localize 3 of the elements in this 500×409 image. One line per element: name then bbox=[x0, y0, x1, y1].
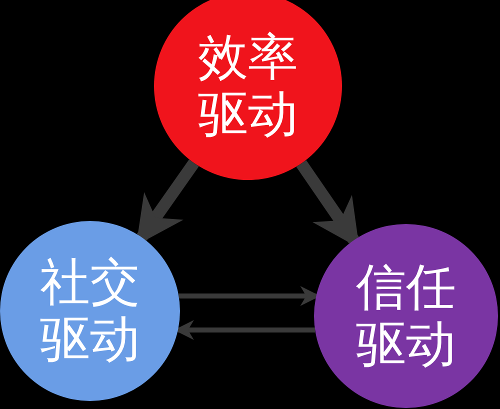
node-label: 效率驱动 bbox=[197, 28, 299, 144]
node-label: 信任驱动 bbox=[355, 258, 457, 374]
node-label: 社交驱动 bbox=[39, 254, 141, 368]
